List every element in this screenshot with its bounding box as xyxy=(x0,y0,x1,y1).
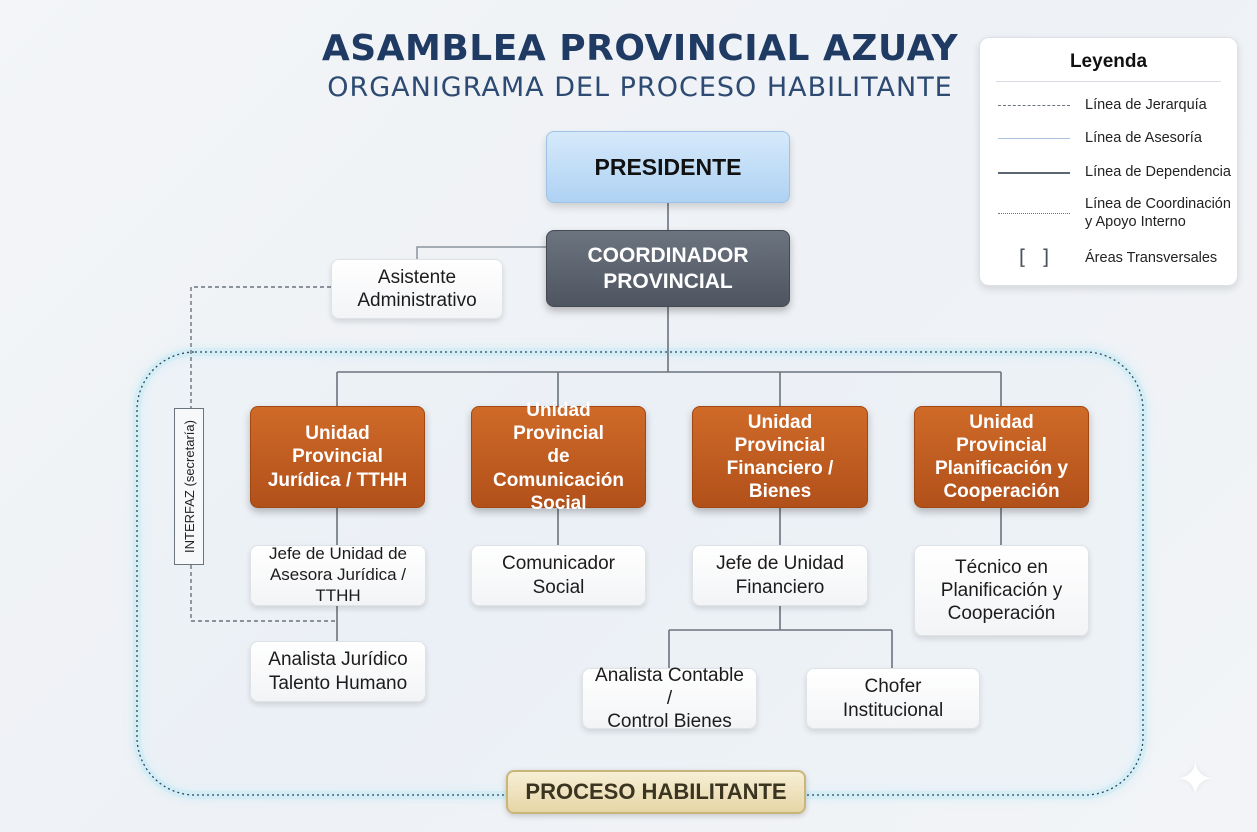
node-unidad-juridica: Unidad Provincial Jurídica / TTHH xyxy=(250,406,425,508)
legend-label-dependencia: Línea de Dependencia xyxy=(1085,164,1231,180)
legend-sample-asesoria xyxy=(998,138,1070,139)
proceso-habilitante-label: PROCESO HABILITANTE xyxy=(506,770,806,814)
legend-panel: Leyenda Línea de Jerarquía Línea de Ases… xyxy=(979,37,1238,286)
node-asistente-administrativo: Asistente Administrativo xyxy=(331,259,503,319)
page-subtitle: ORGANIGRAMA DEL PROCESO HABILITANTE xyxy=(327,72,953,103)
node-chofer-institucional: Chofer Institucional xyxy=(806,668,980,729)
page-title: ASAMBLEA PROVINCIAL AZUAY xyxy=(321,28,959,69)
line-interfaz-asistente xyxy=(190,286,331,408)
legend-sample-dependencia xyxy=(998,172,1070,174)
legend-divider xyxy=(996,81,1221,82)
node-jefe-asesoria-juridica: Jefe de Unidad de Asesora Jurídica / TTH… xyxy=(250,544,426,606)
node-jefe-financiero: Jefe de Unidad Financiero xyxy=(692,545,868,606)
legend-label-transversales: Áreas Transversales xyxy=(1085,250,1218,266)
node-coordinador-provincial: COORDINADOR PROVINCIAL xyxy=(546,230,790,307)
node-comunicador-social: Comunicador Social xyxy=(471,545,646,606)
node-analista-contable: Analista Contable / Control Bienes xyxy=(582,665,757,732)
legend-label-coordinacion: Línea de Coordinación y Apoyo Interno xyxy=(1085,196,1231,231)
legend-sample-transversales: [ ] xyxy=(1015,245,1053,269)
interfaz-text: INTERFAZ (secretaría) xyxy=(181,420,197,553)
legend-sample-jerarquia xyxy=(998,105,1070,106)
proceso-habilitante-outline xyxy=(136,351,1144,796)
line-asesoria-asistente xyxy=(416,246,546,259)
node-analista-juridico: Analista Jurídico Talento Humano xyxy=(250,641,426,702)
node-unidad-planificacion: Unidad Provincial Planificación y Cooper… xyxy=(914,406,1089,508)
legend-sample-coordinacion xyxy=(998,213,1070,214)
node-tecnico-planificacion: Técnico en Planificación y Cooperación xyxy=(914,545,1089,636)
interfaz-secretaria-label: INTERFAZ (secretaría) xyxy=(174,408,204,565)
node-unidad-financiero: Unidad Provincial Financiero / Bienes xyxy=(692,406,868,508)
node-unidad-comunicacion: Unidad Provincial de Comunicación Social xyxy=(471,400,646,514)
legend-label-jerarquia: Línea de Jerarquía xyxy=(1085,97,1207,113)
sparkle-icon: ✦ xyxy=(1176,753,1215,805)
legend-title: Leyenda xyxy=(1069,51,1148,72)
legend-label-asesoria: Línea de Asesoría xyxy=(1085,130,1202,146)
node-presidente: PRESIDENTE xyxy=(546,131,790,203)
line-interfaz-jefe xyxy=(190,565,337,622)
